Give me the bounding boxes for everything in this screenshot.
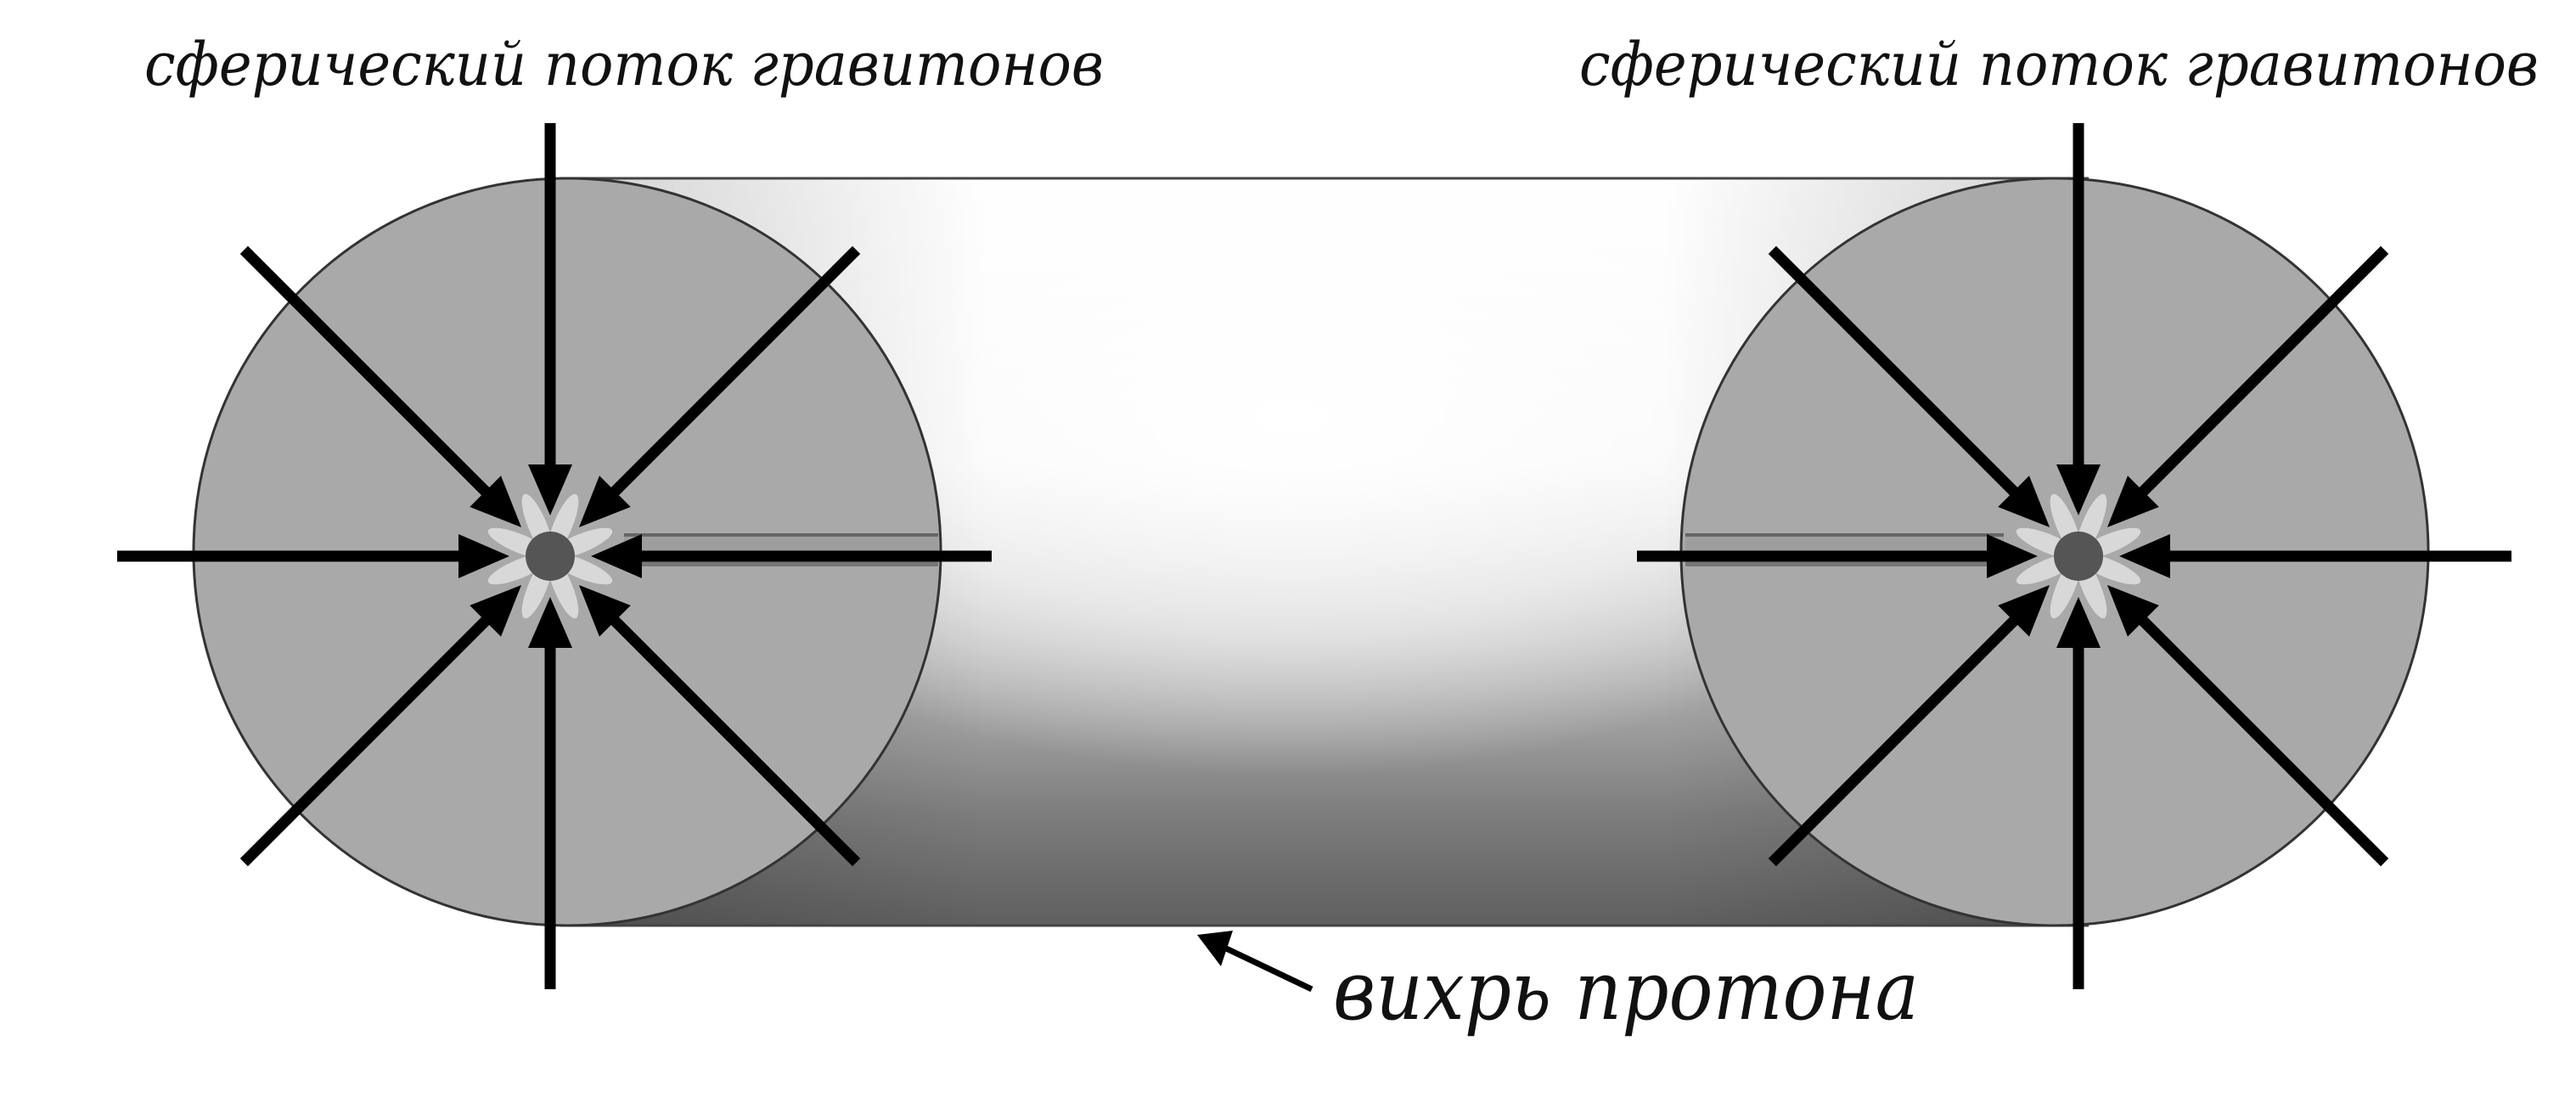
left-arrow-shaft <box>602 608 861 867</box>
left-arrow-head <box>578 476 631 528</box>
left-arrow-head <box>578 584 631 637</box>
left-arrow-head <box>528 597 572 648</box>
right-arrow-head <box>2106 584 2159 637</box>
left-arrow-head <box>470 476 522 528</box>
right-graviton-sphere <box>1637 123 2511 989</box>
right-flux-label: сферический поток гравитонов <box>1579 30 2539 99</box>
left-arrow-head <box>470 584 522 637</box>
left-graviton-sphere <box>117 123 992 989</box>
right-arrow-head <box>1998 584 2050 637</box>
left-core <box>526 532 575 581</box>
vortex-label: вихрь протона <box>1333 943 1919 1038</box>
left-inward-arrows <box>117 123 992 989</box>
right-inward-arrows <box>1637 123 2511 989</box>
right-arrow-head <box>2106 476 2159 528</box>
right-arrow-shaft <box>1768 245 2027 504</box>
left-arrow-head <box>591 534 642 578</box>
left-arrow-head <box>458 534 509 578</box>
left-arrow-head <box>528 464 572 515</box>
left-arrow-shaft <box>602 245 861 504</box>
right-arrow-head <box>1987 534 2038 578</box>
left-arrow-shaft <box>239 245 498 504</box>
right-arrow-shaft <box>2130 608 2389 867</box>
right-arrow-head <box>2056 464 2101 515</box>
vortex-pointer-arrow <box>1197 931 1313 993</box>
right-arrow-shaft <box>2130 245 2389 504</box>
right-core <box>2054 532 2103 581</box>
right-arrow-head <box>2056 597 2101 648</box>
right-arrow-head <box>2119 534 2170 578</box>
right-arrow-shaft <box>1768 608 2027 867</box>
right-arrow-head <box>1998 476 2050 528</box>
left-arrow-shaft <box>239 608 498 867</box>
left-flux-label: сферический поток гравитонов <box>144 30 1104 99</box>
